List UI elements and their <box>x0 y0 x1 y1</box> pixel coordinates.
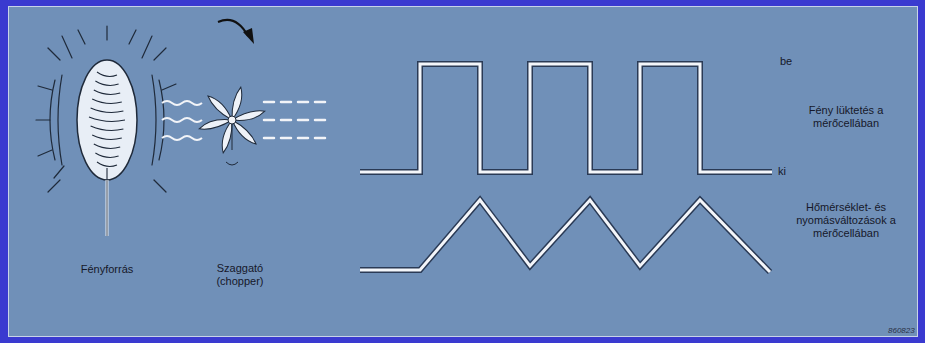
part-label: Fényforrás <box>52 263 162 276</box>
light-rays <box>36 26 176 192</box>
triangle-wave <box>360 200 770 272</box>
chopped-light <box>264 102 325 138</box>
bulb-stem <box>106 180 109 236</box>
bulb <box>77 60 137 180</box>
figure-number: 860823 <box>888 326 915 336</box>
chopper-fan <box>198 86 266 153</box>
part-label: Szaggató (chopper) <box>205 262 275 288</box>
fan-blade <box>231 108 266 124</box>
rotation-arrow <box>218 20 248 36</box>
square-wave <box>360 64 772 172</box>
signal-description: Fény lüktetés a mérőcellában <box>800 104 892 130</box>
fan-blade <box>198 116 233 132</box>
signal-description: Hőmérséklet- és nyomásváltozások a mérőc… <box>794 201 898 240</box>
light-waves <box>162 101 202 140</box>
signal-level: ki <box>778 165 786 178</box>
signal-level: be <box>780 55 792 68</box>
filament-coil <box>89 72 125 180</box>
